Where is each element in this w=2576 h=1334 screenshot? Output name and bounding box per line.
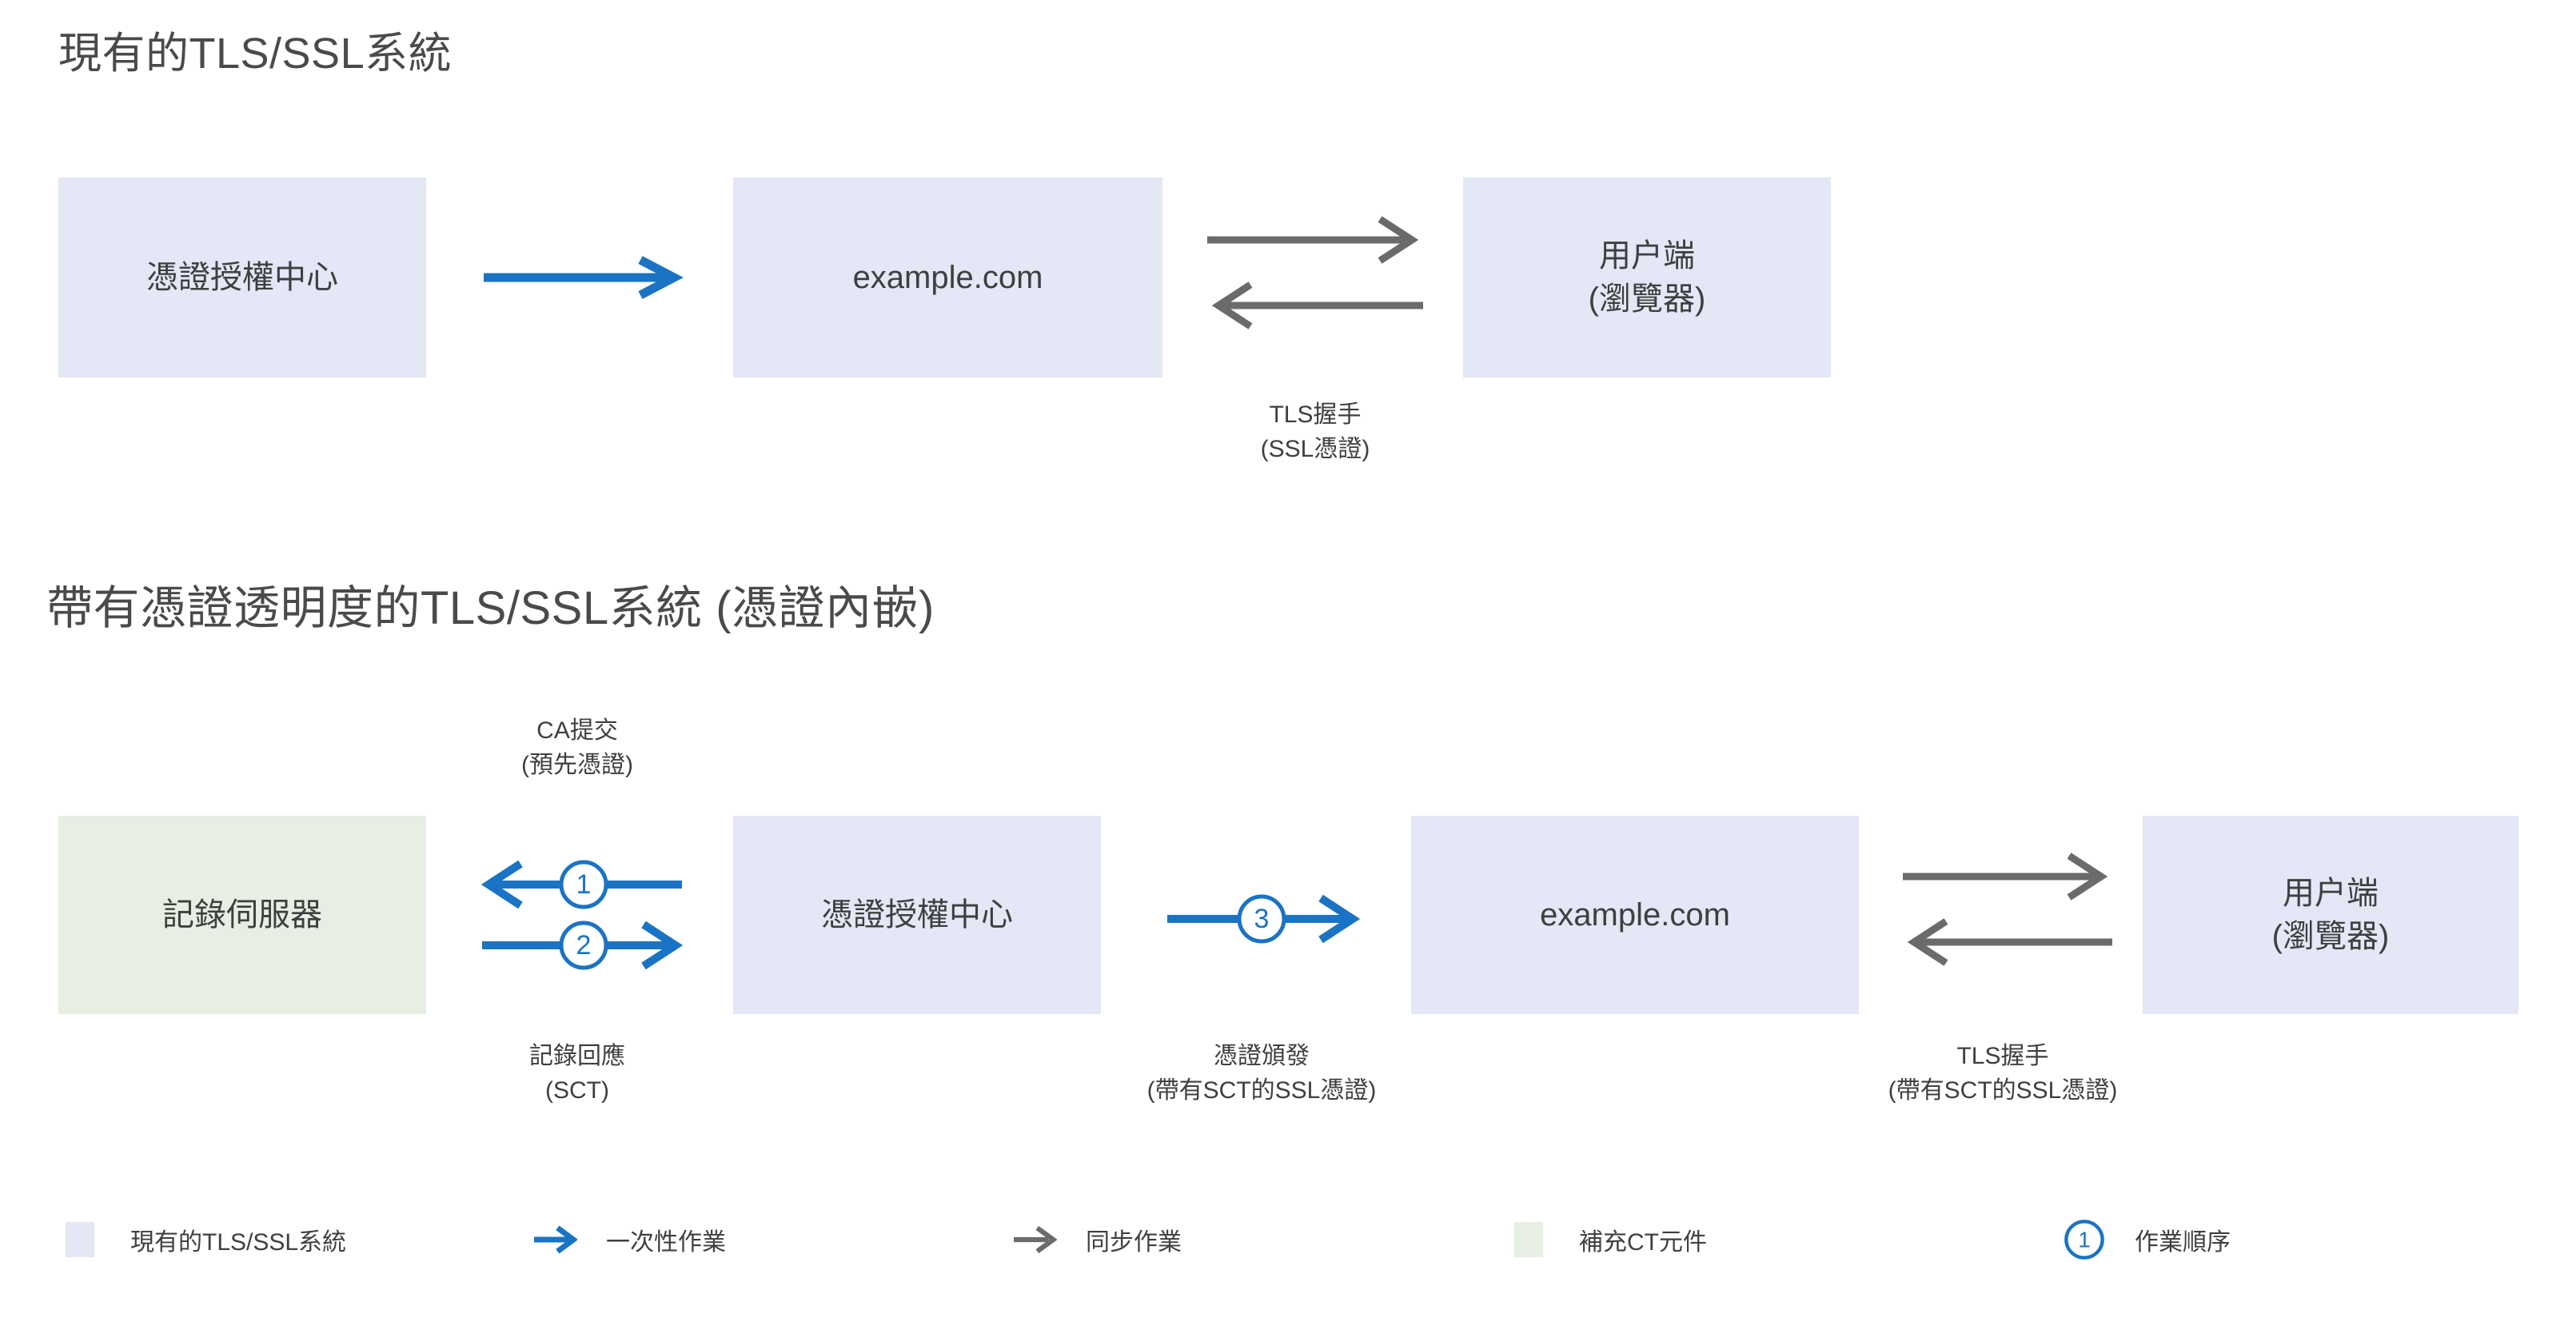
legend-item-operation-order: 1 作業順序 — [2063, 1216, 2231, 1264]
legend-item-sync-operation: 同步作業 — [1014, 1216, 1182, 1264]
step-number-1: 1 — [576, 869, 592, 900]
legend-item-existing-system: 現有的TLS/SSL系統 — [58, 1216, 346, 1264]
edge-label-tls-handshake-row2: TLS握手 (帶有SCT的SSL憑證) — [1888, 1043, 2118, 1104]
legend-swatch-green-icon — [1507, 1216, 1550, 1264]
legend-step-number: 1 — [2078, 1228, 2091, 1252]
arrow-log-exchange-row2: 1 2 — [481, 860, 684, 970]
legend-item-ct-component: 補充CT元件 — [1507, 1216, 1707, 1264]
legend: 現有的TLS/SSL系統 一次性作業 同步作業 — [0, 1216, 2576, 1288]
arrow-ca-to-site-row1 — [484, 256, 684, 299]
arrow-certificate-issuance-row2: 3 — [1167, 894, 1361, 944]
edge-label-tls-handshake-row1: TLS握手 (SSL憑證) — [1260, 401, 1370, 462]
legend-label-existing-system: 現有的TLS/SSL系統 — [130, 1229, 347, 1256]
arrow-right-gray-icon — [1014, 1216, 1057, 1264]
edge-label-certificate-issuance: 憑證頒發 (帶有SCT的SSL憑證) — [1146, 1043, 1377, 1104]
node-log-server-row2: 記錄伺服器 — [58, 816, 426, 1014]
node-certificate-authority-row1: 憑證授權中心 — [58, 178, 426, 377]
legend-label-one-time-operation: 一次性作業 — [606, 1229, 726, 1256]
node-client-browser-row1: 用户端 (瀏覽器) — [1463, 178, 1831, 377]
step-number-3: 3 — [1254, 904, 1270, 934]
legend-swatch-blue-icon — [58, 1216, 102, 1264]
edge-label-ca-submission: CA提交 (預先憑證) — [521, 717, 633, 778]
node-certificate-authority-row2: 憑證授權中心 — [733, 816, 1101, 1014]
node-example-com-row1: example.com — [733, 178, 1162, 377]
section-title-existing-tls: 現有的TLS/SSL系統 — [58, 30, 453, 78]
step-number-2: 2 — [576, 930, 592, 961]
arrow-tls-handshake-row2 — [1903, 853, 2112, 966]
node-client-browser-row2: 用户端 (瀏覽器) — [2143, 816, 2518, 1014]
arrow-tls-handshake-row1 — [1207, 216, 1423, 330]
legend-label-sync-operation: 同步作業 — [1086, 1229, 1182, 1256]
legend-label-operation-order: 作業順序 — [2135, 1229, 2231, 1256]
legend-label-ct-component: 補充CT元件 — [1579, 1229, 1707, 1256]
step-circle-icon: 1 — [2063, 1216, 2106, 1264]
legend-item-one-time-operation: 一次性作業 — [534, 1216, 726, 1264]
arrow-right-blue-icon — [534, 1216, 577, 1264]
edge-label-log-response: 記錄回應 (SCT) — [529, 1043, 625, 1104]
section-title-ct-tls: 帶有憑證透明度的TLS/SSL系統 (憑證內嵌) — [46, 582, 935, 634]
node-example-com-row2: example.com — [1411, 816, 1859, 1014]
